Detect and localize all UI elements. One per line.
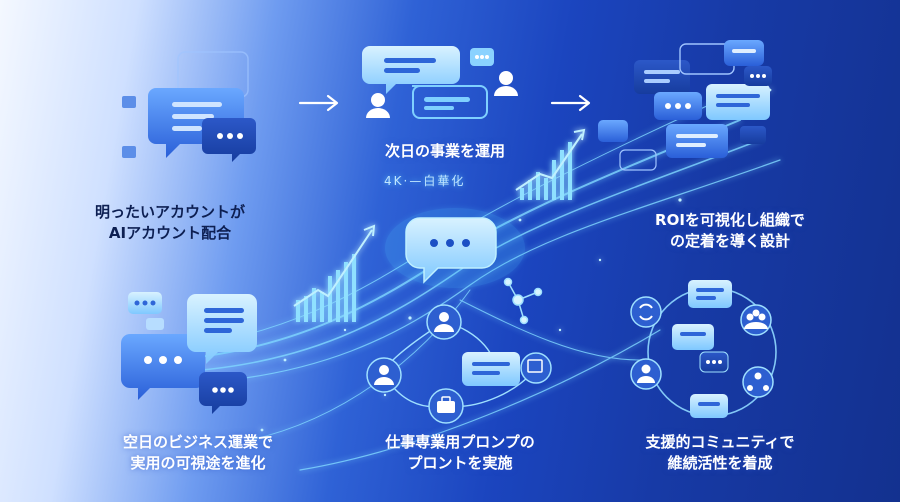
caption-line: 次日の事業を運用 (384, 142, 505, 160)
chat-bubbles-icon (122, 51, 256, 162)
caption-line: 明ったいアカウントが (94, 203, 245, 221)
team-chat-icon (362, 46, 518, 119)
caption-line: 実用の可視途を進化 (130, 454, 266, 472)
caption-line: 仕事専業用プロンプの (385, 433, 535, 451)
caption-line: ROIを可視化し組織で (655, 211, 805, 229)
community-ring (630, 280, 777, 418)
chat-cluster-icon (598, 40, 772, 171)
hub-chat-icon (385, 208, 525, 288)
step-caption: ROIを可視化し組織で の定着を導く設計 (600, 210, 860, 252)
sync-icon (630, 296, 662, 328)
growth-chart-icon (293, 224, 376, 322)
step-caption: 空日のビジネス運業で 実用の可視途を進化 (68, 432, 328, 474)
arrow-icon (298, 94, 339, 112)
growth-chart-icon (515, 128, 586, 200)
step-caption: 支援的コミュニティで 維続活性を着成 (590, 432, 850, 474)
caption-line: AIアカウント配合 (108, 224, 232, 242)
network-people-icon (742, 366, 774, 398)
hub-label: 4K·—白華化 (384, 174, 466, 188)
caption-line: 支援的コミュニティで (645, 433, 795, 451)
step-caption: 明ったいアカウントが AIアカウント配合 (40, 202, 300, 244)
caption-line: 維続活性を着成 (667, 454, 773, 472)
arrow-icon (550, 94, 591, 112)
caption-line: プロントを実施 (407, 454, 513, 472)
prompt-network (366, 304, 552, 424)
chat-bubbles-icon (121, 292, 257, 414)
caption-line: 空日のビジネス運業で (122, 433, 273, 451)
caption-line: の定着を導く設計 (669, 232, 790, 250)
step-caption: 次日の事業を運用 (330, 141, 560, 162)
user-icon (630, 358, 662, 390)
particles (228, 88, 772, 432)
step-caption: 仕事専業用プロンプの プロントを実施 (340, 432, 580, 474)
network-icon (503, 277, 543, 325)
